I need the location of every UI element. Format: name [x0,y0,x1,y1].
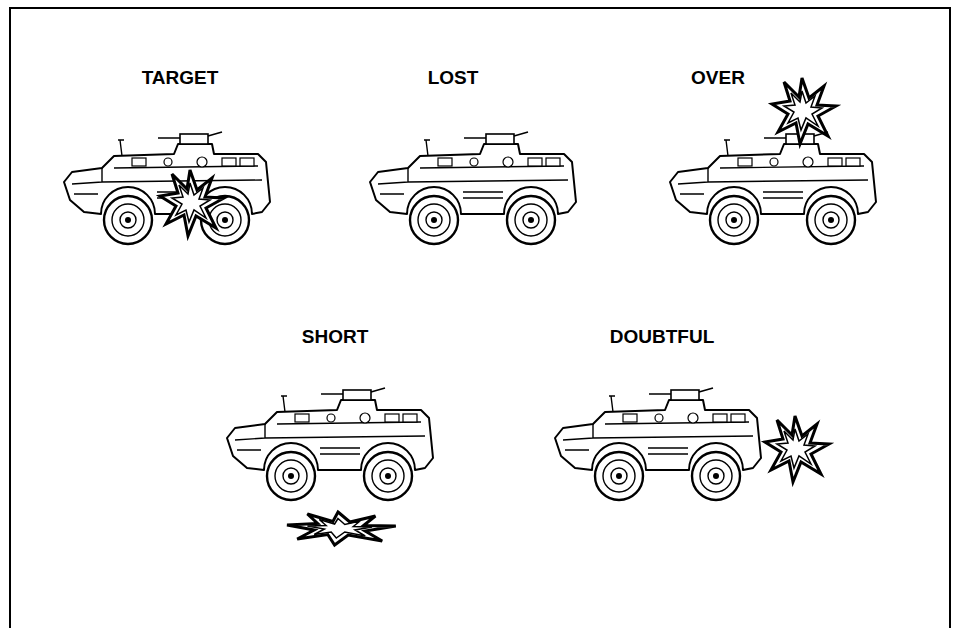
state-label: DOUBTFUL [610,327,714,348]
vehicle-over [670,132,876,244]
burst-doubtful [765,416,829,482]
burst-short [287,512,396,545]
burst-hit [160,170,224,236]
vehicle-lost [370,132,576,244]
state-label: OVER [691,68,745,89]
vehicle-short [227,388,433,500]
state-label: LOST [428,68,479,89]
frame-border [10,8,950,628]
burst-over [772,78,836,144]
state-label: SHORT [302,327,369,348]
vehicle-target [64,132,270,244]
state-label: TARGET [142,68,219,89]
vehicle-doubtful [555,388,761,500]
